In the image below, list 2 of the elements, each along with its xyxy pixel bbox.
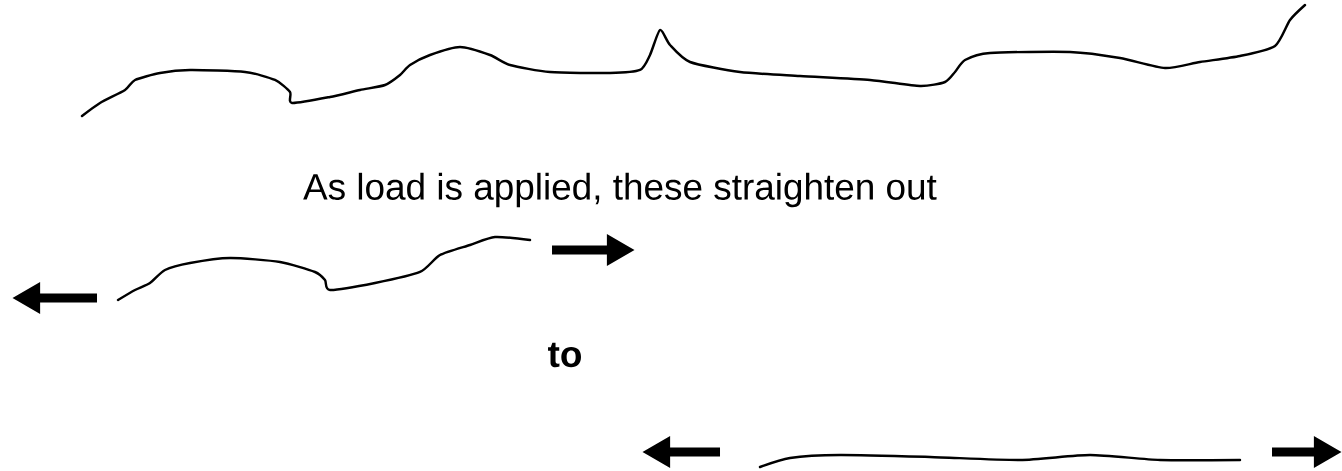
connecting-word: to <box>548 342 581 368</box>
load-note: As load is applied, these straighten out <box>303 172 937 208</box>
